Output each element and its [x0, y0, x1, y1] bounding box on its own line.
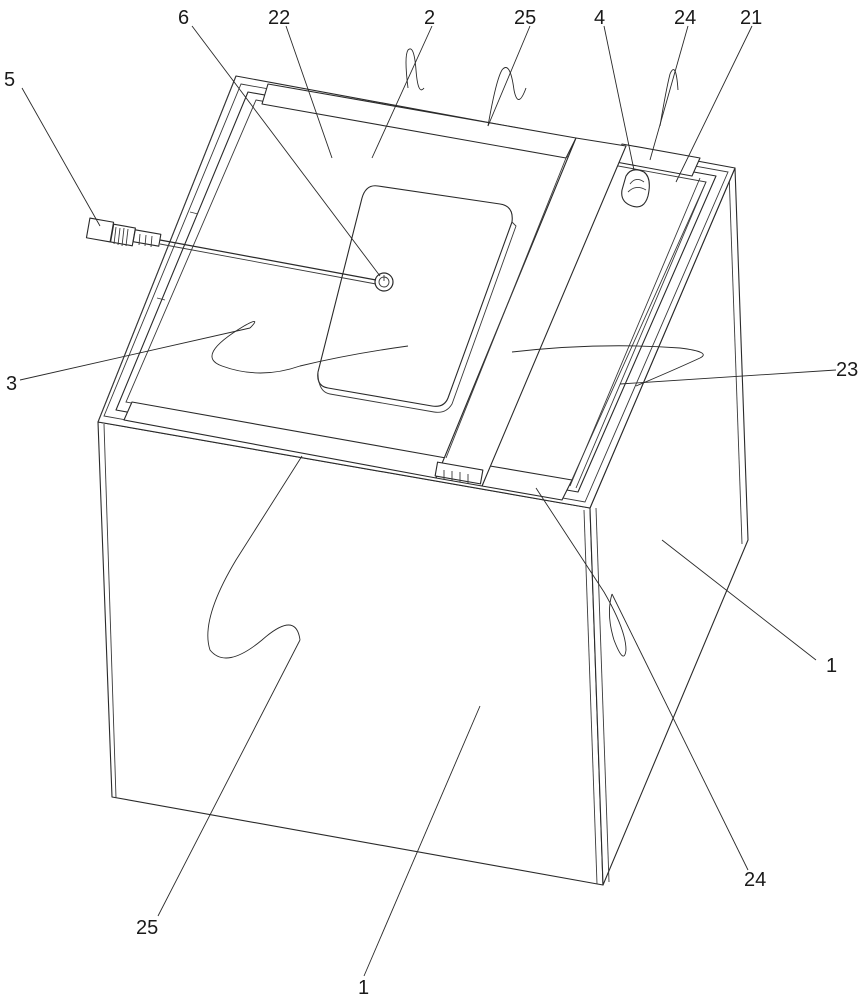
reference-numerals: 5 6 22 2 25 4 24 21 3 23 1 24 25 1	[4, 7, 858, 999]
cable-plug	[85, 217, 377, 285]
box-body	[97, 167, 749, 886]
label-22: 22	[268, 7, 290, 29]
label-5: 5	[4, 69, 15, 91]
label-4: 4	[594, 7, 605, 29]
label-21: 21	[740, 7, 762, 29]
label-3: 3	[6, 373, 17, 395]
top-assembly	[85, 75, 736, 509]
label-23: 23	[836, 359, 858, 381]
break-lines	[207, 48, 704, 659]
rail-connector	[434, 461, 484, 485]
label-1-bottom: 1	[358, 977, 369, 999]
label-25-top: 25	[514, 7, 536, 29]
label-24-top: 24	[674, 7, 696, 29]
charging-pad	[317, 185, 517, 413]
power-indicator	[374, 272, 394, 292]
leader-lines	[19, 25, 837, 977]
label-25-bottom: 25	[136, 917, 158, 939]
label-24-bottom: 24	[744, 869, 766, 891]
label-2: 2	[424, 7, 435, 29]
switch-knob	[621, 169, 650, 208]
label-1-right: 1	[826, 655, 837, 677]
label-6: 6	[178, 7, 189, 29]
sliding-rail	[435, 137, 627, 487]
